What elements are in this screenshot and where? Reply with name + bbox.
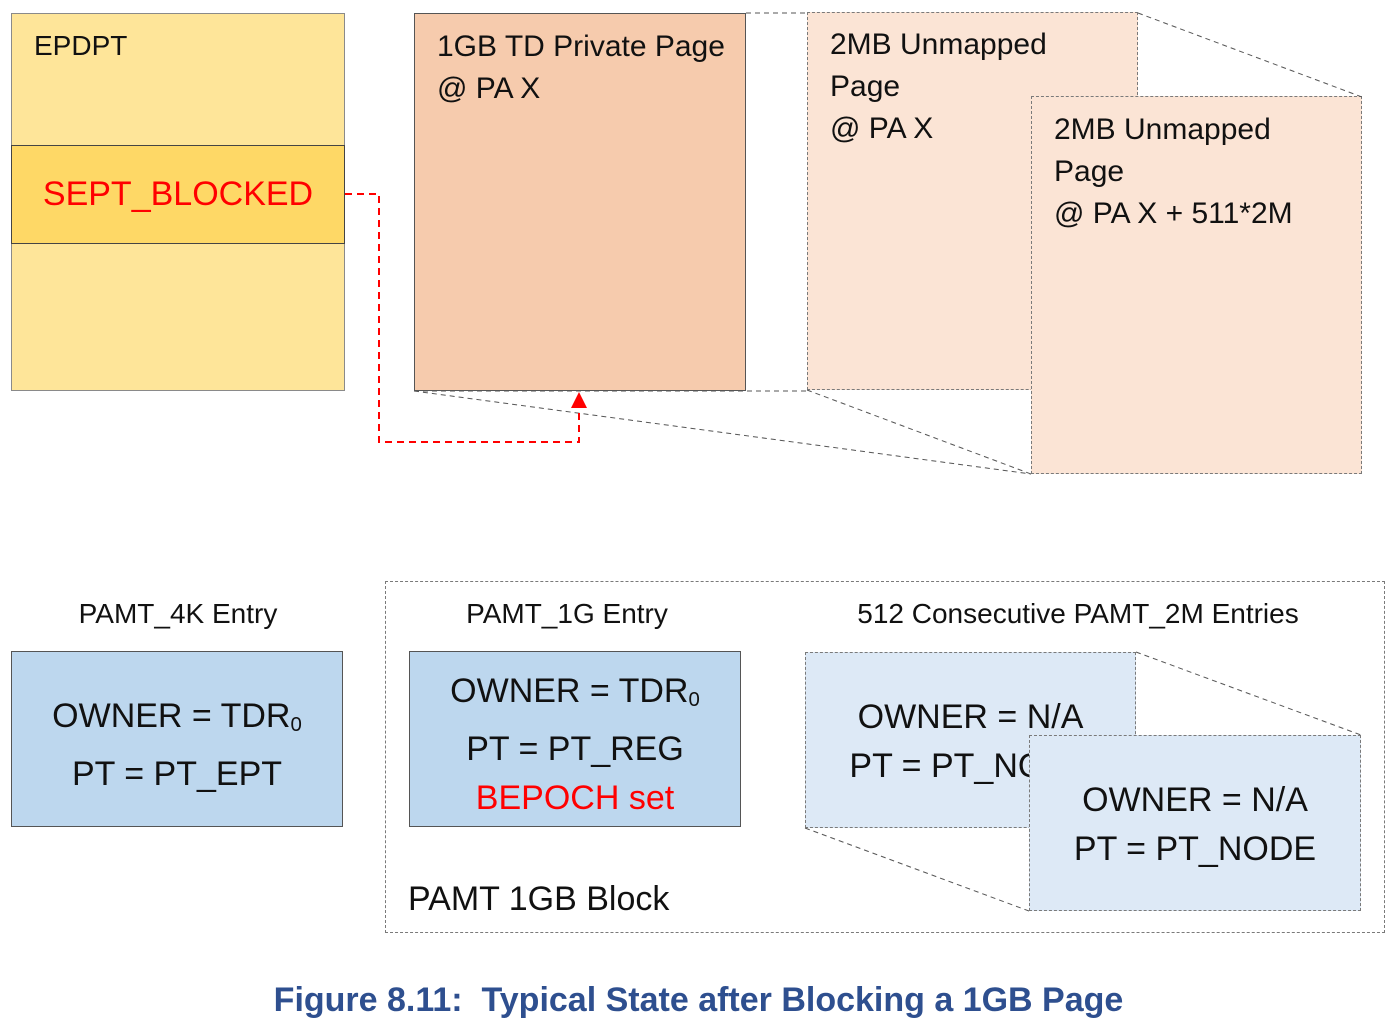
- epdpt-title: EPDPT: [34, 30, 128, 61]
- pamt-4k-label: PAMT_4K Entry: [78, 598, 278, 629]
- pamt-4k-text: OWNER = TDR0 PT = PT_EPT: [12, 692, 342, 799]
- pamt-1g-text: OWNER = TDR0 PT = PT_REG BEPOCH set: [410, 667, 740, 823]
- pamt-1g-bepoch: BEPOCH set: [475, 779, 675, 817]
- pamt-1g-pt: PT = PT_REG: [466, 730, 684, 768]
- pamt-1g-owner-sub: 0: [688, 689, 700, 711]
- unmapped-front-line3: @ PA X + 511*2M: [1054, 197, 1293, 230]
- unmapped-back-text: 2MB Unmapped Page @ PA X: [808, 24, 1047, 150]
- sept-blocked-entry: SEPT_BLOCKED: [11, 145, 345, 244]
- figure-caption: Figure 8.11: Typical State after Blockin…: [273, 981, 1124, 1019]
- unmapped-front-line1: 2MB Unmapped: [1054, 113, 1271, 146]
- private-page-line1: 1GB TD Private Page: [437, 30, 725, 63]
- top-expansion-line-lower-back2: [806, 389, 1032, 475]
- pamt-2m-entry-front: OWNER = N/A PT = PT_NODE: [1029, 735, 1361, 911]
- pamt-expansion-line-lower: [804, 827, 1030, 912]
- sept-blocked-pointer-arrow: [345, 193, 587, 443]
- pamt-2m-label: 512 Consecutive PAMT_2M Entries: [857, 598, 1299, 629]
- pamt-1g-entry: OWNER = TDR0 PT = PT_REG BEPOCH set: [409, 651, 741, 827]
- pamt-1g-label: PAMT_1G Entry: [466, 598, 668, 629]
- unmapped-back-line1: 2MB Unmapped: [830, 28, 1047, 61]
- pamt-4k-owner-text: OWNER = TDR: [52, 697, 291, 735]
- pamt-expansion-line-upper: [1135, 651, 1362, 736]
- pamt-1g-owner-text: OWNER = TDR: [450, 672, 689, 710]
- unmapped-front-text: 2MB Unmapped Page @ PA X + 511*2M: [1032, 109, 1293, 235]
- private-page-text: 1GB TD Private Page @ PA X: [415, 26, 725, 110]
- pamt-2m-front-text: OWNER = N/A PT = PT_NODE: [1030, 776, 1360, 874]
- pamt-2m-front-pt: PT = PT_NODE: [1073, 830, 1317, 868]
- pamt-4k-owner-sub: 0: [290, 714, 302, 736]
- top-expansion-line-right: [1137, 12, 1363, 98]
- pamt-1g-owner: OWNER = TDR0: [410, 667, 740, 725]
- sept-blocked-label: SEPT_BLOCKED: [42, 175, 314, 213]
- unmapped-page-front: 2MB Unmapped Page @ PA X + 511*2M: [1031, 96, 1362, 474]
- unmapped-front-line2: Page: [1054, 155, 1125, 188]
- pamt-4k-pt: PT = PT_EPT: [71, 755, 283, 793]
- pamt-1gb-block: PAMT 1GB Block: [385, 581, 1385, 933]
- pamt-2m-back-owner: OWNER = N/A: [857, 698, 1084, 736]
- pamt-4k-entry: OWNER = TDR0 PT = PT_EPT: [11, 651, 343, 827]
- top-expansion-line-lower-front: [413, 390, 1032, 475]
- pamt-2m-front-owner: OWNER = N/A: [1082, 781, 1308, 819]
- private-page-line2: @ PA X: [437, 72, 541, 105]
- unmapped-back-line2: Page: [830, 70, 901, 103]
- pamt-4k-owner: OWNER = TDR0: [12, 692, 342, 750]
- private-page-box: 1GB TD Private Page @ PA X: [414, 13, 746, 391]
- pamt-1gb-block-label: PAMT 1GB Block: [408, 880, 670, 918]
- unmapped-back-line3: @ PA X: [830, 112, 934, 145]
